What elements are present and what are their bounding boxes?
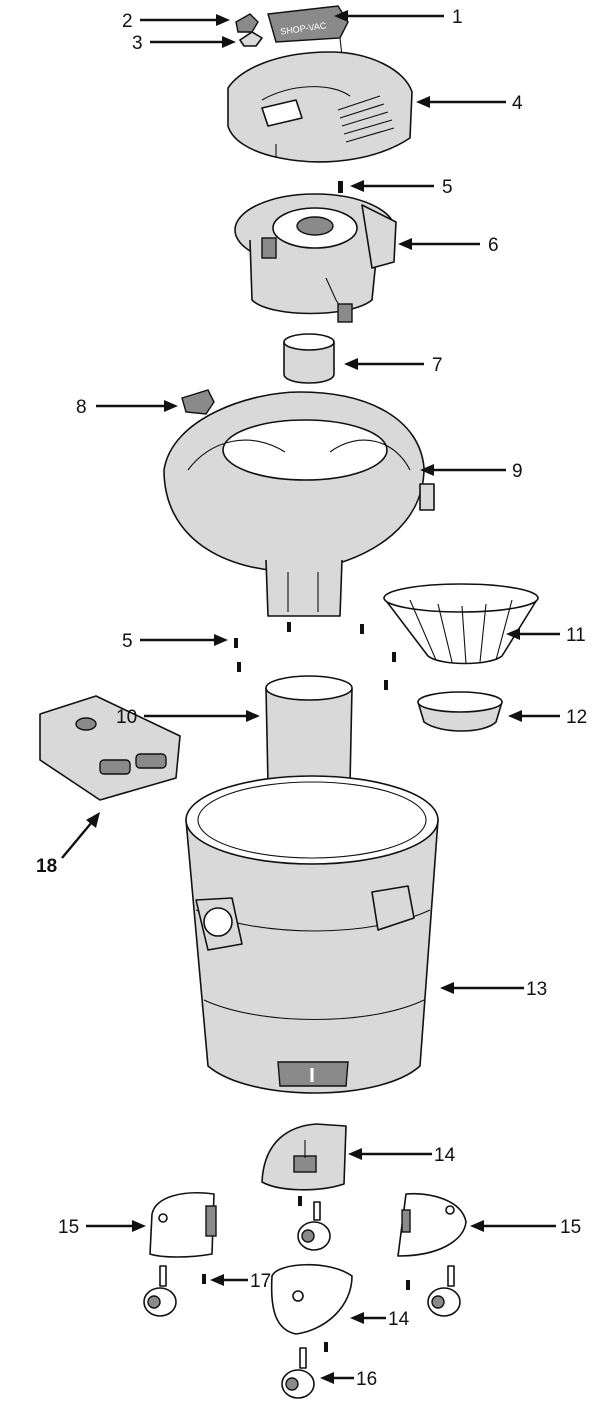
callout-10: 10 — [116, 707, 260, 728]
callout-13: 13 — [440, 979, 547, 1000]
part-caster-bottom — [281, 1347, 315, 1399]
callout-5-top-label: 5 — [442, 177, 453, 198]
callout-9: 9 — [420, 461, 523, 482]
part-foam-filter — [283, 333, 335, 384]
callout-3-label: 3 — [132, 33, 143, 54]
part-motor — [234, 193, 397, 323]
part-filter-bag — [39, 695, 181, 801]
callout-14-upper: 14 — [348, 1145, 456, 1166]
callout-18-label: 18 — [36, 856, 57, 877]
callout-11: 11 — [506, 625, 586, 646]
callout-8-label: 8 — [76, 397, 87, 418]
callout-14-upper-label: 14 — [434, 1145, 456, 1166]
cover-vents — [337, 95, 395, 143]
callout-17-label: 17 — [250, 1271, 271, 1292]
callout-18: 18 — [36, 812, 100, 877]
part-caster-left — [143, 1265, 177, 1317]
callout-9-label: 9 — [512, 461, 523, 482]
callout-15-right-label: 15 — [560, 1217, 581, 1238]
callout-11-label: 11 — [566, 625, 586, 646]
callout-7: 7 — [344, 355, 443, 376]
callout-10-label: 10 — [116, 707, 137, 728]
part-handle: SHOP-VAC — [267, 5, 349, 57]
part-lid — [163, 391, 435, 617]
tank-side-handle-left — [195, 897, 243, 951]
part-caster-right — [406, 1265, 461, 1317]
callout-16: 16 — [320, 1369, 377, 1390]
callout-3: 3 — [132, 33, 236, 54]
callout-6-label: 6 — [488, 235, 499, 256]
part-top-cover — [227, 51, 413, 163]
part-tank — [185, 775, 439, 1094]
callout-13-label: 13 — [526, 979, 547, 1000]
part-screw-17 — [202, 1274, 206, 1284]
callout-1-label: 1 — [452, 7, 463, 28]
part-bottom-plate — [270, 1263, 353, 1352]
callout-5-top: 5 — [350, 177, 453, 198]
tank-side-handle-right — [371, 885, 415, 931]
callout-4-label: 4 — [512, 93, 523, 114]
part-latch — [181, 389, 215, 415]
callout-17: 17 — [210, 1271, 271, 1292]
part-knob-3 — [239, 31, 263, 47]
part-caster-center — [297, 1196, 331, 1251]
callout-15-right: 15 — [470, 1217, 581, 1238]
part-screw-top — [338, 181, 343, 193]
callout-5-lower: 5 — [122, 631, 228, 652]
callout-16-label: 16 — [356, 1369, 377, 1390]
callout-12: 12 — [508, 707, 587, 728]
callout-2: 2 — [122, 11, 230, 32]
callout-15-left: 15 — [58, 1217, 146, 1238]
callout-12-label: 12 — [566, 707, 587, 728]
part-cone-filter — [383, 583, 539, 665]
callout-7-label: 7 — [432, 355, 443, 376]
callout-14-lower-label: 14 — [388, 1309, 410, 1330]
part-caster-mount-right — [397, 1192, 467, 1257]
part-knob-2 — [235, 13, 259, 33]
callout-8: 8 — [76, 397, 178, 418]
part-caster-mount-front — [261, 1123, 347, 1191]
callout-4: 4 — [416, 93, 523, 114]
part-ring — [417, 691, 503, 732]
callout-14-lower: 14 — [350, 1309, 410, 1330]
callout-5-lower-label: 5 — [122, 631, 133, 652]
callout-2-label: 2 — [122, 11, 133, 32]
part-caster-mount-left — [149, 1192, 217, 1258]
callout-1: 1 — [334, 7, 463, 28]
callout-6: 6 — [398, 235, 499, 256]
callout-15-left-label: 15 — [58, 1217, 79, 1238]
